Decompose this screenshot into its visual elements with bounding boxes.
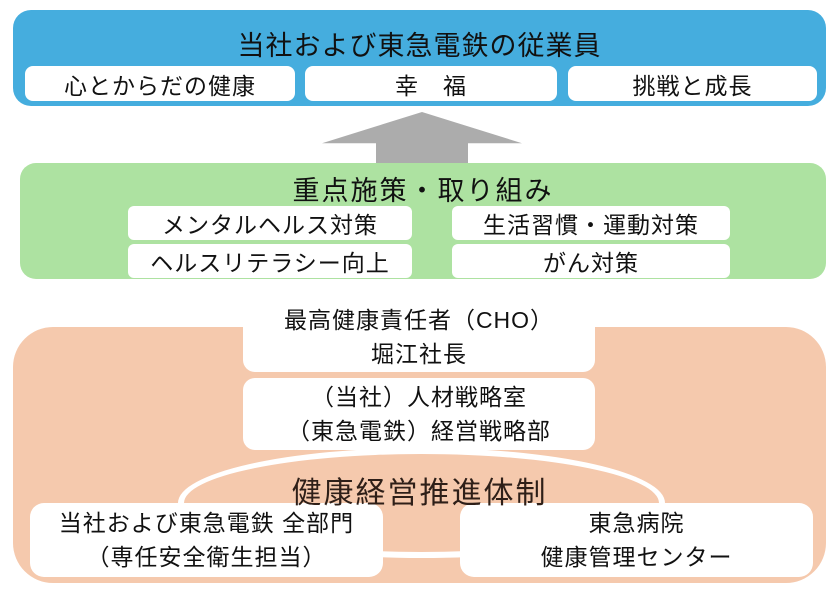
all-departments-box: 当社および東急電鉄 全部門 （専任安全衛生担当） (30, 503, 383, 577)
measure-box-cancer: がん対策 (452, 244, 730, 278)
strategy-office-line1: （当社）人材戦略室 (311, 384, 527, 410)
up-arrow-icon (322, 112, 522, 164)
measure-box-lifestyle-exercise: 生活習慣・運動対策 (452, 206, 730, 240)
cho-box-line2: 堀江社長 (371, 340, 467, 367)
value-box-label: 心とからだの健康 (64, 72, 256, 99)
tokyu-hospital-line2: 健康管理センター (540, 544, 733, 570)
value-box-mind-body-health: 心とからだの健康 (25, 66, 295, 101)
employees-panel: 当社および東急電鉄の従業員 心とからだの健康 幸 福 挑戦と成長 (13, 10, 826, 106)
all-departments-line2: （専任安全衛生担当） (86, 544, 327, 570)
strategy-office-line2: （東急電鉄）経営戦略部 (287, 418, 551, 444)
key-measures-panel: 重点施策・取り組み メンタルヘルス対策 生活習慣・運動対策 ヘルスリテラシー向上… (20, 163, 826, 279)
cho-box: 最高健康責任者（CHO） 堀江社長 (243, 301, 595, 372)
measure-box-label: メンタルヘルス対策 (162, 212, 378, 238)
key-measures-title: 重点施策・取り組み (292, 176, 554, 206)
strategy-office-box: （当社）人材戦略室 （東急電鉄）経営戦略部 (243, 378, 595, 450)
tokyu-hospital-box: 東急病院 健康管理センター (460, 503, 813, 577)
value-box-label: 幸 福 (395, 72, 467, 99)
employees-panel-title: 当社および東急電鉄の従業員 (237, 31, 602, 61)
measure-box-label: ヘルスリテラシー向上 (150, 250, 390, 276)
measure-box-label: 生活習慣・運動対策 (483, 212, 699, 238)
cho-box-line1: 最高健康責任者（CHO） (283, 306, 555, 333)
measure-box-label: がん対策 (543, 250, 639, 276)
measure-box-health-literacy: ヘルスリテラシー向上 (128, 244, 412, 278)
measure-box-mental-health: メンタルヘルス対策 (128, 206, 412, 240)
tokyu-hospital-line1: 東急病院 (588, 510, 685, 536)
value-box-label: 挑戦と成長 (632, 72, 753, 99)
value-box-challenge-growth: 挑戦と成長 (568, 66, 817, 101)
all-departments-line1: 当社および東急電鉄 全部門 (58, 510, 355, 536)
promotion-structure-title: 健康経営推進体制 (291, 477, 548, 510)
value-box-happiness: 幸 福 (305, 66, 557, 101)
